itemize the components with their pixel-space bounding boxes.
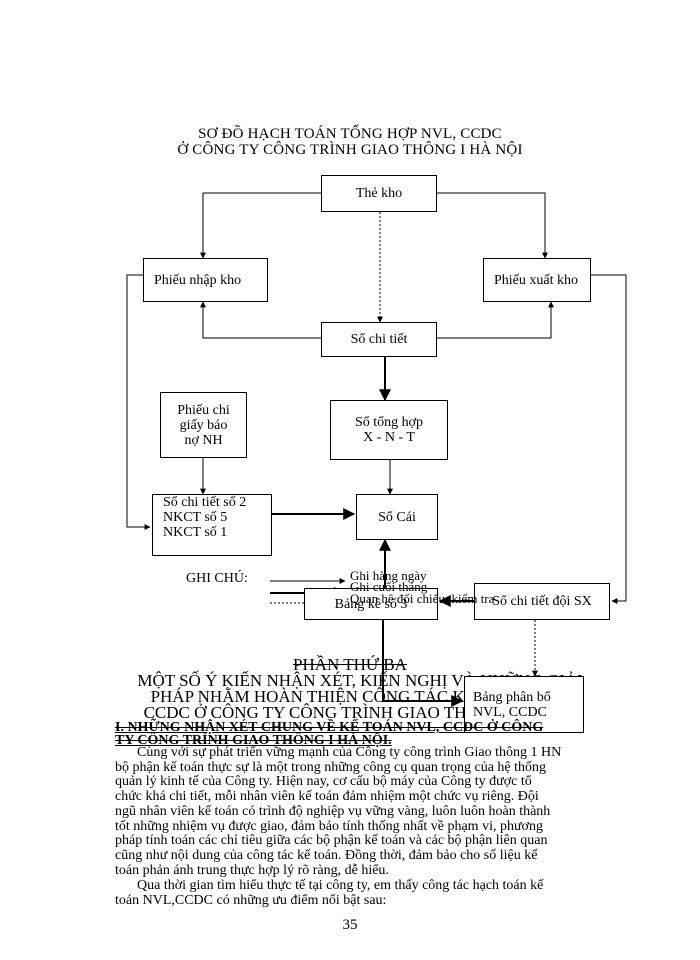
part-title: PHẦN THỨ BA <box>293 655 407 674</box>
p1-line3: quản lý kinh tế của Công ty. Hiện nay, c… <box>115 774 532 790</box>
so-chi-tiet-so-2-line1: Sổ chi tiết số 2 <box>163 495 247 510</box>
so-chi-tiet-so-2-line3: NKCT số 1 <box>163 525 228 540</box>
box-so-cai: Sổ Cái <box>356 494 438 540</box>
p1-line4: chức khá chi tiết, mỗi nhân viên kế toán… <box>115 789 539 805</box>
bang-phan-bo-line1: Bảng phân bổ <box>473 689 551 705</box>
box-bang-ke-so-3: Bảng kê số 3 <box>304 588 438 620</box>
box-so-chi-tiet-so-2: Sổ chi tiết số 2 NKCT số 5 NKCT số 1 <box>152 494 272 556</box>
p1-line7: pháp tính toán các chỉ tiêu giữa các bộ … <box>115 833 548 849</box>
legend-monthly: Ghi cuối tháng <box>350 579 428 594</box>
box-the-kho: Thẻ kho <box>321 175 437 212</box>
page-number: 35 <box>342 917 358 933</box>
box-phieu-nhap-kho: Phiếu nhập kho <box>143 258 268 302</box>
legend-daily: Ghi hàng ngày <box>350 568 427 583</box>
legend-label: GHI CHÚ: <box>186 571 248 586</box>
paragraph-2: Qua thời gian tìm hiểu thực tế tại công … <box>115 878 635 908</box>
phieu-chi-line1: Phiếu chi <box>177 402 230 418</box>
legend-reconcile: Quan hệ đối chiếu, kiểm tra <box>350 591 495 606</box>
so-chi-tiet-so-2-line2: NKCT số 5 <box>163 510 228 525</box>
so-tong-hop-line2: X - N - T <box>363 430 415 445</box>
box-bang-phan-bo: Bảng phân bổ NVL, CCDC <box>464 676 584 733</box>
diagram-title-line1: SƠ ĐỒ HẠCH TOÁN TỔNG HỢP NVL, CCDC <box>198 126 502 142</box>
phieu-chi-line3: nợ NH <box>184 432 223 448</box>
box-phieu-chi: Phiếu chi giấy báo nợ NH <box>160 392 247 458</box>
p1-line8: cũng như nội dung của công tác kế toán. … <box>115 847 538 863</box>
box-so-tong-hop: Sổ tổng hợp X - N - T <box>330 400 448 460</box>
p1-line1: Cùng với sự phát triển vững mạnh của Côn… <box>137 745 562 760</box>
bang-phan-bo-line2: NVL, CCDC <box>473 704 547 720</box>
section-heading-line1: I. NHỮNG NHẬN XÉT CHUNG VỀ KẾ TOÁN NVL, … <box>115 720 544 735</box>
p1-line5: ngũ nhân viên kế toán có trình độ nghiệp… <box>115 803 551 819</box>
box-phieu-xuat-kho: Phiếu xuất kho <box>483 258 591 302</box>
p2-line1: Qua thời gian tìm hiểu thực tế tại công … <box>137 878 544 893</box>
so-tong-hop-line1: Sổ tổng hợp <box>354 415 424 430</box>
paragraph-1: Cùng với sự phát triển vững mạnh của Côn… <box>115 745 635 878</box>
phieu-chi-line2: giấy báo <box>179 417 228 433</box>
box-so-chi-tiet: Sổ chi tiết <box>321 322 437 357</box>
diagram-title-line2: Ở CÔNG TY CÔNG TRÌNH GIAO THÔNG I HÀ NỘI <box>177 142 523 158</box>
p1-line2: bộ phận kế toán thực sự là một trong nhữ… <box>115 759 547 775</box>
section-heading-line2: TY CÔNG TRÌNH GIAO THÔNG I HÀ NỘI. <box>115 733 392 748</box>
p1-line9: toán phản ánh trung thực hợp lý rõ ràng,… <box>115 862 389 878</box>
p1-line6: tốt những nhiệm vụ được giao, đảm bảo tí… <box>115 818 543 834</box>
box-so-chi-tiet-doi-sx: Sổ chi tiết đội SX <box>474 583 610 620</box>
p2-line2: toán NVL,CCDC có những ưu điểm nổi bật s… <box>115 892 387 908</box>
